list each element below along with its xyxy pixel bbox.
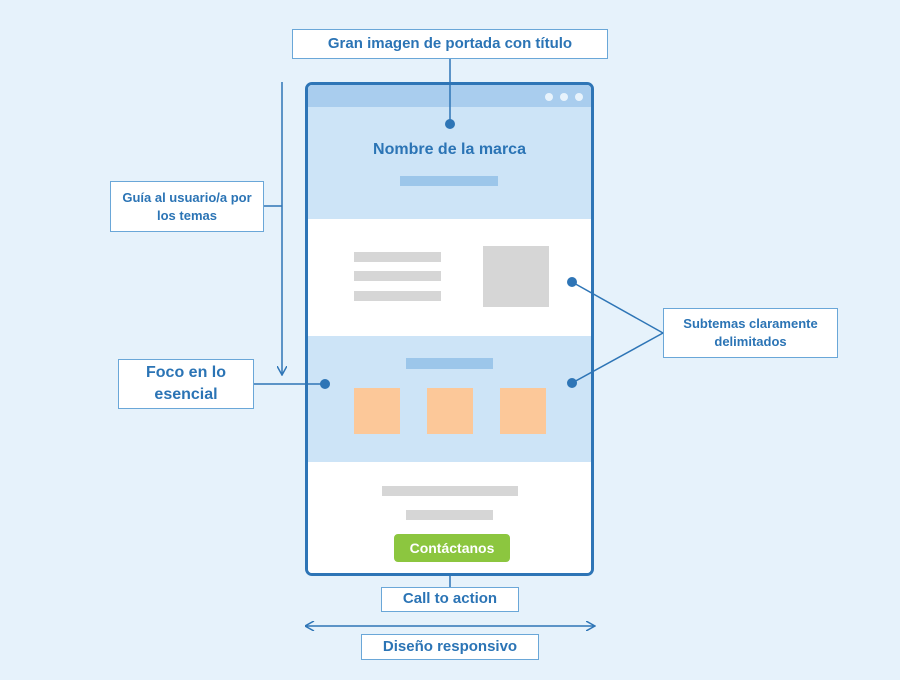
label-guide-text: Guía al usuario/a por los temas [122,189,252,223]
label-responsive: Diseño responsivo [361,634,539,660]
label-responsive-text: Diseño responsivo [382,637,518,655]
feature-card-placeholder [500,388,546,434]
contact-button[interactable]: Contáctanos [394,534,510,562]
text-line-placeholder [382,486,518,496]
hero-section: Nombre de la marca [308,107,591,219]
text-line-placeholder [354,271,441,281]
features-section [308,336,591,462]
label-cta: Call to action [381,587,519,612]
brand-name: Nombre de la marca [373,141,526,158]
window-dot-icon [560,93,568,101]
label-focus: Foco en lo esencial [118,359,254,409]
window-top-bar [308,85,591,107]
image-placeholder [483,246,549,307]
label-hero-image-text: Gran imagen de portada con título [327,34,573,52]
phone-mockup: Nombre de la marca Contáctanos [305,82,594,576]
feature-card-placeholder [354,388,400,434]
text-line-placeholder [354,252,441,262]
label-subtopics: Subtemas claramente delimitados [663,308,838,358]
label-hero-image: Gran imagen de portada con título [292,29,608,59]
label-cta-text: Call to action [402,590,498,608]
section-heading-placeholder [406,358,493,369]
cta-section: Contáctanos [308,462,591,573]
text-line-placeholder [354,291,441,301]
subtitle-placeholder [400,176,498,186]
feature-card-placeholder [427,388,473,434]
label-subtopics-text: Subtemas claramente delimitados [683,316,818,349]
text-line-placeholder [406,510,493,520]
window-dot-icon [575,93,583,101]
label-focus-text: Foco en lo esencial [146,364,226,403]
content-section [308,219,591,336]
label-guide: Guía al usuario/a por los temas [110,181,264,232]
window-dot-icon [545,93,553,101]
